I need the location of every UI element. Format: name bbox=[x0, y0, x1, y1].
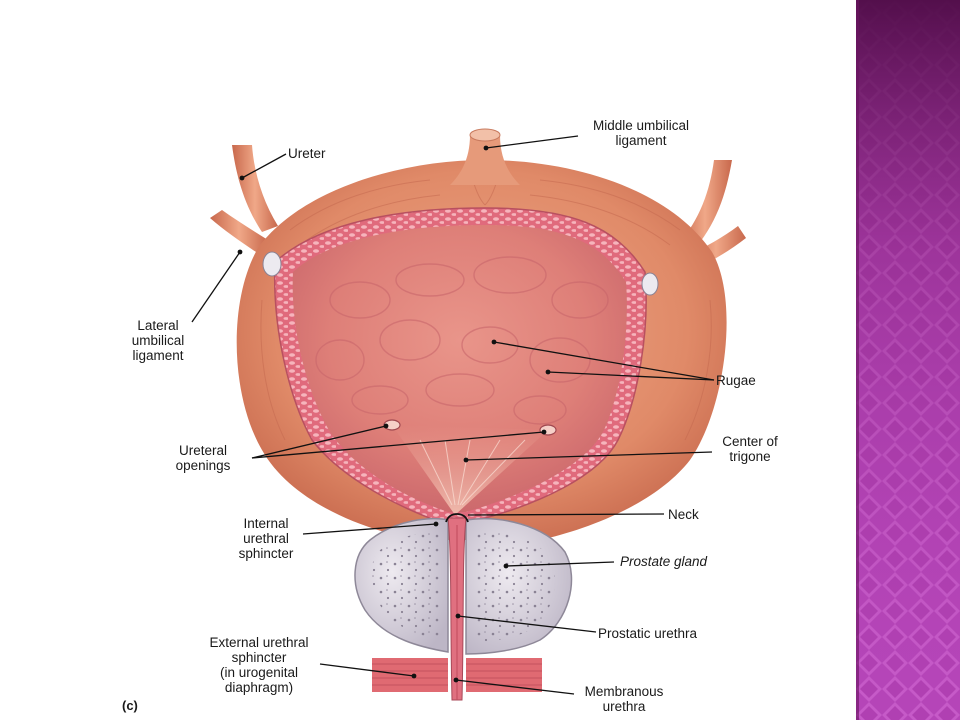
ureter-cut-ends bbox=[262, 251, 659, 296]
decorative-side-band bbox=[856, 0, 960, 720]
trigone bbox=[392, 425, 548, 515]
label-ureteral-openings: Ureteral openings bbox=[175, 443, 231, 473]
leader-dots bbox=[237, 145, 551, 683]
label-middle-umbilical-ligament: Middle umbilical ligament bbox=[592, 118, 690, 148]
label-rugae: Rugae bbox=[716, 373, 756, 388]
label-membranous-urethra: Membranous urethra bbox=[584, 684, 664, 714]
rugae-folds bbox=[315, 256, 609, 425]
prostate-gland-shape bbox=[354, 517, 573, 655]
bladder-diagram bbox=[191, 128, 746, 701]
panel-label: (c) bbox=[122, 698, 138, 713]
diamond-pattern bbox=[856, 0, 960, 720]
external-urethral-sphincter-shape bbox=[372, 658, 542, 692]
neck-bracket bbox=[445, 513, 469, 523]
trigone-striations bbox=[419, 439, 526, 506]
leader-lines bbox=[191, 135, 715, 695]
label-internal-urethral-sphincter: Internal urethral sphincter bbox=[238, 516, 294, 561]
label-prostatic-urethra: Prostatic urethra bbox=[598, 626, 698, 641]
label-lateral-umbilical-ligament: Lateral umbilical ligament bbox=[131, 318, 185, 363]
label-center-of-trigone: Center of trigone bbox=[722, 434, 778, 464]
label-external-urethral-sphincter: External urethral sphincter (in urogenit… bbox=[209, 635, 309, 695]
label-ureter: Ureter bbox=[288, 146, 326, 161]
label-neck: Neck bbox=[668, 507, 699, 522]
label-prostate-gland: Prostate gland bbox=[620, 554, 708, 569]
middle-umbilical-ligament-shape bbox=[450, 128, 520, 185]
left-ureter bbox=[210, 145, 278, 256]
bladder-mucosa bbox=[292, 225, 627, 512]
slide-canvas: Ureter Middle umbilical ligament Lateral… bbox=[122, 118, 778, 714]
